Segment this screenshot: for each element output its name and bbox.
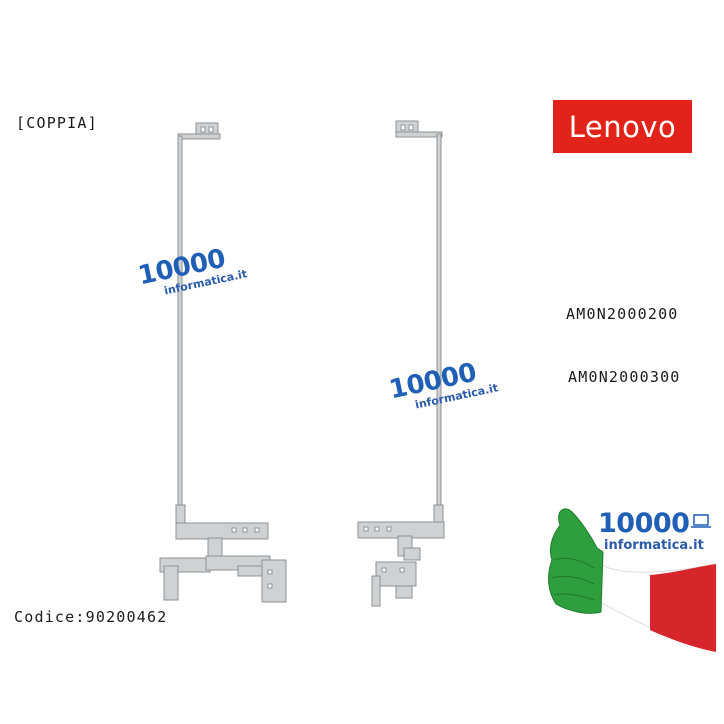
left-hinge-plate: [175, 522, 269, 540]
brand-number: 10000: [598, 508, 690, 539]
left-hinge-top-bracket: [177, 133, 221, 140]
coppia-label: [COPPIA]: [16, 114, 98, 132]
part-number-1: AM0N2000200: [566, 305, 679, 323]
laptop-icon: [691, 514, 711, 528]
product-code: Codice:90200462: [14, 608, 168, 626]
left-hinge-foot: [261, 559, 287, 603]
lenovo-logo: Lenovo: [553, 100, 692, 153]
right-hinge-foot: [375, 561, 417, 587]
right-hinge: [357, 120, 445, 607]
left-hinge-arm: [177, 135, 183, 527]
part-number-2: AM0N2000300: [568, 368, 681, 386]
brand-site: informatica.it: [604, 538, 704, 553]
right-hinge-arm: [436, 133, 442, 527]
brand-badge-graphic: [548, 508, 717, 652]
right-hinge-top-bracket: [395, 131, 443, 138]
left-hinge: [159, 122, 287, 603]
brand-badge: 10000 informatica.it: [598, 508, 704, 554]
